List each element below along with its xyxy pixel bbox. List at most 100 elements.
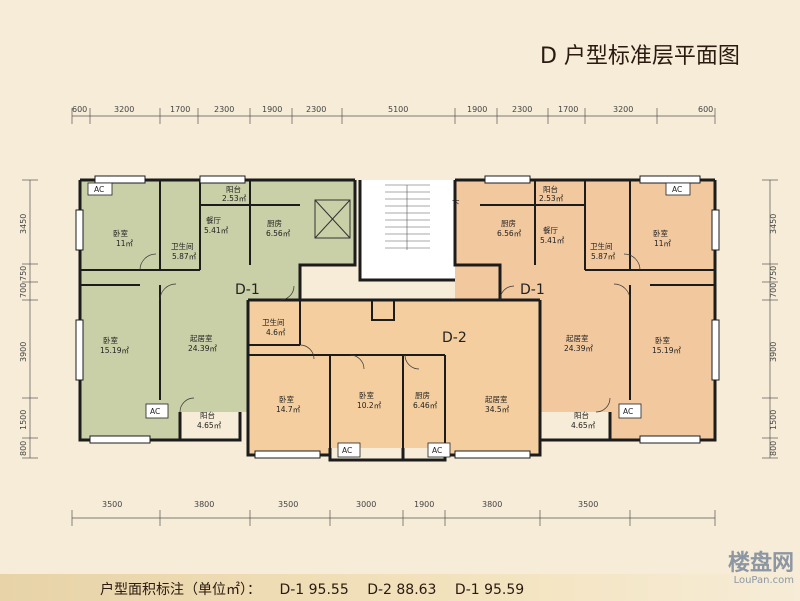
- dim-top-10: 3200: [613, 105, 633, 114]
- elevator-shaft: [314, 199, 351, 239]
- svg-text:AC: AC: [672, 185, 682, 194]
- dim-top-7: 1900: [467, 105, 487, 114]
- room-area: 6.46㎡: [413, 401, 438, 410]
- dim-top-9: 1700: [558, 105, 578, 114]
- unit-label-d1-left: D-1: [235, 282, 260, 298]
- door-swings: [139, 253, 641, 413]
- ac-unit-icon: AC: [618, 403, 642, 419]
- room-area: 15.19㎡: [652, 346, 681, 355]
- room-area: 15.19㎡: [100, 346, 129, 355]
- room-name: 卧室: [359, 390, 374, 400]
- room-area: 5.87㎡: [591, 252, 616, 261]
- dim-bottom-4: 1900: [414, 500, 434, 509]
- room-area: 4.6㎡: [266, 328, 286, 337]
- room-name: 餐厅: [543, 226, 558, 235]
- dim-top-4: 1900: [262, 105, 282, 114]
- ac-unit-icon: AC: [87, 182, 113, 196]
- room-area: 4.65㎡: [571, 421, 596, 430]
- dim-top-1: 3200: [114, 105, 134, 114]
- room-name: 卫生间: [262, 317, 285, 327]
- dim-top-6: 5100: [388, 105, 408, 114]
- room-area: 24.39㎡: [564, 344, 593, 353]
- room-name: 卧室: [103, 335, 118, 345]
- room-name: 厨房: [267, 218, 282, 228]
- legend-item-d1-left: D-1 95.55: [279, 582, 349, 598]
- unit-label-d1-right: D-1: [520, 282, 545, 298]
- unit-d1-left-area: [80, 180, 355, 440]
- room-name: 卫生间: [171, 241, 194, 251]
- top-dimension-line: [71, 108, 716, 124]
- stair-core-area: [360, 180, 455, 280]
- dim-top-2: 1700: [170, 105, 190, 114]
- area-legend-bar: 户型面积标注（单位㎡）： D-1 95.55 D-2 88.63 D-1 95.…: [0, 574, 800, 601]
- rooms-d1-left: 卧室 11㎡ 阳台 2.53㎡ 餐厅 5.41㎡ 厨房 6.56㎡ 卫生间 5.…: [100, 184, 291, 430]
- svg-text:AC: AC: [94, 185, 104, 194]
- dim-left-0: 3450: [19, 214, 28, 234]
- dim-bottom-3: 3000: [356, 500, 376, 509]
- room-area: 24.39㎡: [188, 344, 217, 353]
- room-name: 起居室: [566, 333, 589, 343]
- room-area: 2.53㎡: [539, 194, 564, 203]
- room-area: 11㎡: [116, 239, 134, 248]
- room-area: 5.87㎡: [172, 252, 197, 261]
- right-dimension-labels: 3450 750 700 3900 1500 800: [769, 214, 778, 456]
- room-name: 阳台: [226, 184, 241, 194]
- dim-top-5: 2300: [306, 105, 326, 114]
- dim-bottom-5: 3800: [482, 500, 502, 509]
- room-name: 卧室: [113, 228, 128, 238]
- room-name: 阳台: [543, 184, 558, 194]
- room-name: 阳台: [200, 410, 215, 420]
- unit-d2-area: [248, 300, 540, 455]
- legend-label: 户型面积标注（单位㎡）：: [100, 582, 261, 598]
- dim-top-8: 2300: [512, 105, 532, 114]
- dim-right-0: 3450: [769, 214, 778, 234]
- rooms-d1-right: 阳台 2.53㎡ 厨房 6.56㎡ 餐厅 5.41㎡ 卫生间 5.87㎡ 卧室 …: [497, 184, 681, 430]
- room-name: 起居室: [190, 333, 213, 343]
- room-area: 11㎡: [654, 239, 672, 248]
- unit-label-d2: D-2: [442, 330, 467, 346]
- dim-bottom-0: 3500: [102, 500, 122, 509]
- ac-unit-icon: AC: [145, 403, 169, 419]
- top-dimension-labels: 600 3200 1700 2300 1900 2300 5100 1900 2…: [72, 105, 713, 114]
- room-area: 4.65㎡: [197, 421, 222, 430]
- watermark-sub: LouPan.com: [733, 575, 794, 586]
- legend-item-d2: D-2 88.63: [367, 582, 437, 598]
- room-name: 厨房: [415, 390, 430, 400]
- room-area: 10.2㎡: [357, 401, 382, 410]
- room-name: 卧室: [655, 335, 670, 345]
- dim-bottom-1: 3800: [194, 500, 214, 509]
- room-area: 6.56㎡: [266, 229, 291, 238]
- dim-right-5: 800: [769, 441, 778, 456]
- dim-bottom-2: 3500: [278, 500, 298, 509]
- ac-units: AC AC AC AC AC AC: [87, 182, 691, 458]
- dim-right-2: 700: [769, 283, 778, 298]
- svg-text:AC: AC: [150, 407, 160, 416]
- dim-top-0: 600: [72, 105, 87, 114]
- ac-unit-icon: AC: [337, 442, 361, 458]
- stair-treads: [385, 184, 430, 250]
- unit-d1-right-area: [455, 180, 715, 440]
- svg-text:AC: AC: [432, 446, 442, 455]
- dim-left-4: 1500: [19, 410, 28, 430]
- rooms-d2: 卫生间 4.6㎡ 卧室 14.7㎡ 卧室 10.2㎡ 厨房 6.46㎡ 起居室 …: [262, 317, 510, 414]
- room-name: 阳台: [574, 410, 589, 420]
- area-legend: 户型面积标注（单位㎡）： D-1 95.55 D-2 88.63 D-1 95.…: [100, 579, 538, 599]
- dim-left-2: 700: [19, 283, 28, 298]
- interior-walls: [80, 180, 715, 448]
- windows: [75, 175, 720, 459]
- bottom-dimension-line: [71, 510, 716, 526]
- dim-right-1: 750: [769, 266, 778, 281]
- ac-unit-icon: AC: [427, 442, 451, 458]
- room-area: 14.7㎡: [276, 405, 301, 414]
- dim-right-4: 1500: [769, 410, 778, 430]
- dim-right-3: 3900: [769, 342, 778, 362]
- room-area: 2.53㎡: [222, 194, 247, 203]
- room-name: 卫生间: [590, 241, 613, 251]
- dim-top-3: 2300: [214, 105, 234, 114]
- watermark-main: 楼盘网: [727, 551, 794, 576]
- room-area: 5.41㎡: [540, 236, 565, 245]
- svg-text:AC: AC: [623, 407, 633, 416]
- right-dimension-line: [762, 179, 778, 459]
- dim-top-11: 600: [698, 105, 713, 114]
- plan-title: D 户型标准层平面图: [540, 44, 740, 69]
